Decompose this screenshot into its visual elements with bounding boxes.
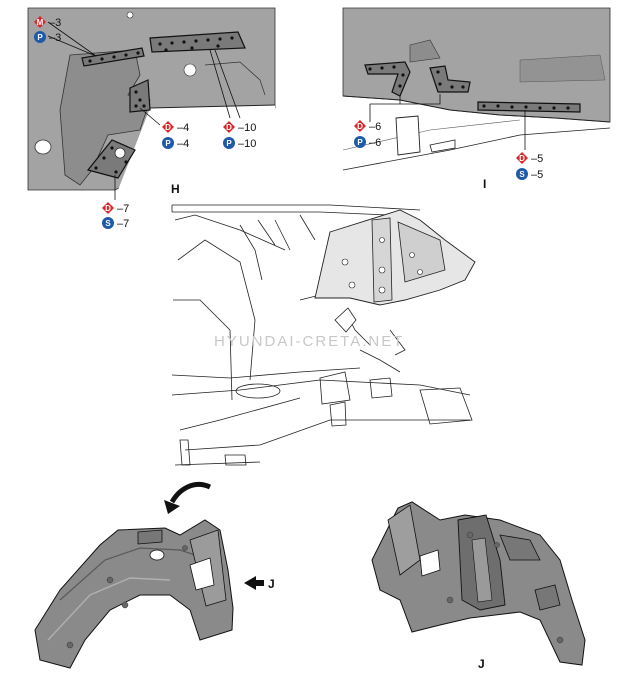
callout-symbol: D (105, 204, 111, 213)
weld-dots-h (88, 36, 234, 174)
callout-h-p3: P –3 (34, 31, 61, 44)
wheel-house-right-view-j: J (371, 501, 586, 671)
detail-h-hole (34, 139, 52, 155)
callout-h-s7: S –7 (102, 217, 129, 230)
callout-h-p4: P –4 (162, 137, 189, 150)
callout-i-d6: D –6 (354, 120, 381, 133)
callout-h-d7: D –7 (102, 202, 129, 215)
callout-symbol: D (357, 122, 363, 131)
wheel-house-left: J (34, 481, 275, 669)
callout-text: –5 (531, 153, 543, 165)
weld-strip-i6a (364, 61, 411, 97)
view-label-i: I (483, 177, 486, 191)
callout-symbol: S (519, 170, 525, 179)
callout-symbol: P (165, 139, 171, 148)
callout-text: –4 (177, 122, 189, 134)
callout-symbol: M (37, 18, 44, 27)
watermark: HYUNDAI-CRETA.NET (214, 333, 404, 350)
callout-text: –3 (49, 17, 61, 29)
callout-text: –6 (369, 137, 381, 149)
rear-quarter-inner-panel (314, 209, 476, 306)
detail-h: M –3 P –3 D –4 P –4 D –10 P –10 (27, 7, 276, 230)
view-j-arrow (244, 576, 264, 590)
view-label-h: H (171, 182, 180, 196)
quarter-inner-holes (341, 237, 423, 294)
callout-symbol: S (105, 219, 111, 228)
callout-h-p10: P –10 (223, 137, 256, 150)
wheel-house-left-body (34, 519, 234, 669)
callout-i-d5: D –5 (516, 152, 543, 165)
callout-symbol: P (226, 139, 232, 148)
callout-i-p6: P –6 (354, 136, 381, 149)
detail-i: D –6 P –6 D –5 S –5 I (342, 7, 611, 191)
callout-symbol: D (165, 123, 171, 132)
detail-h-floor (118, 105, 275, 190)
callout-h-d4: D –4 (162, 121, 189, 134)
callout-i-s5: S –5 (516, 168, 543, 181)
weld-strip-h4 (129, 79, 151, 113)
callout-h-m3: M –3 (34, 16, 61, 29)
weld-dots-i (368, 65, 570, 110)
callout-text: –10 (238, 122, 256, 134)
curved-rotate-arrow (169, 481, 212, 504)
weld-strip-h10 (149, 31, 246, 53)
callout-text: –10 (238, 138, 256, 150)
wheel-house-right-holes (446, 531, 564, 644)
detail-h-pillar (59, 49, 151, 186)
callout-symbol: P (357, 138, 363, 147)
callout-text: –7 (117, 203, 129, 215)
view-label-j: J (478, 657, 485, 671)
weld-strip-i5 (477, 101, 581, 113)
detail-i-bracket (395, 115, 421, 156)
wheel-house-left-holes (66, 545, 188, 649)
view-j-arrow-label: J (268, 577, 275, 591)
leader-lines-i (369, 94, 526, 150)
callout-text: –3 (49, 32, 61, 44)
callout-text: –6 (369, 121, 381, 133)
callout-symbol: D (226, 123, 232, 132)
callout-h-d10: D –10 (223, 121, 256, 134)
callout-symbol: D (519, 154, 525, 163)
leader-lines-h (47, 21, 241, 200)
callout-text: –7 (117, 218, 129, 230)
callout-symbol: P (37, 33, 43, 42)
vehicle-body-outline (171, 204, 473, 466)
callout-text: –5 (531, 169, 543, 181)
callout-text: –4 (177, 138, 189, 150)
